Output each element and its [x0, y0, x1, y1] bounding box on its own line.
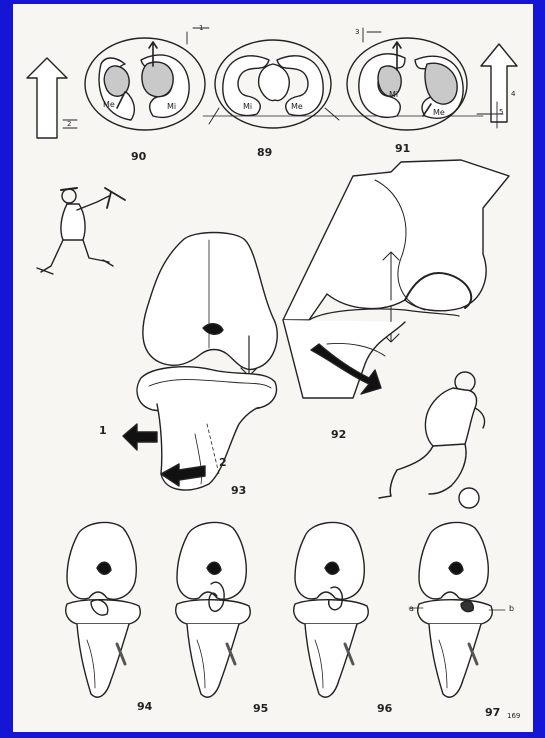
figure-94-drawing: [66, 522, 141, 697]
fig97-label-a: a: [409, 604, 414, 613]
fig95-number: 95: [253, 702, 268, 715]
fig90-label-me: Me: [103, 100, 115, 109]
fig93-number: 93: [231, 484, 246, 497]
figure-96-drawing: [294, 522, 369, 697]
fig96-number: 96: [377, 702, 392, 715]
fig91-number: 91: [395, 142, 410, 155]
fig97-label-b: b: [509, 604, 514, 613]
fig93-arrow-1-label: 1: [99, 424, 107, 437]
figure-95-drawing: [176, 522, 251, 697]
fig93-arrow-2-label: 2: [219, 456, 227, 469]
kneeling-man-drawing: [37, 188, 125, 274]
fig94-number: 94: [137, 700, 152, 713]
figure-97-drawing: [409, 522, 505, 697]
figure-92-drawing: [283, 160, 509, 398]
page-number: 169: [507, 712, 520, 720]
book-page: Me Mi 1 2 90 Mi Me 89 Mi Me 3 4 5 91 92 …: [13, 4, 533, 732]
fig91-label-3: 3: [355, 28, 359, 36]
fig90-number: 90: [131, 150, 146, 163]
fig89-label-me: Me: [291, 102, 303, 111]
figure-93-drawing: [123, 233, 277, 490]
fig91-label-me: Me: [433, 108, 445, 117]
fig90-label-1: 1: [199, 24, 203, 32]
figure-90-drawing: [27, 28, 209, 138]
running-man-drawing: [379, 372, 485, 508]
fig89-label-mi: Mi: [243, 102, 252, 111]
fig90-label-mi: Mi: [167, 102, 176, 111]
figure-91-drawing: [347, 28, 517, 130]
fig91-label-4: 4: [511, 90, 515, 98]
fig89-number: 89: [257, 146, 272, 159]
fig97-number: 97: [485, 706, 500, 719]
illustrations: [13, 4, 533, 732]
fig91-label-mi: Mi: [389, 90, 398, 99]
fig92-number: 92: [331, 428, 346, 441]
fig90-label-2: 2: [67, 120, 71, 128]
fig91-label-5: 5: [499, 108, 503, 116]
